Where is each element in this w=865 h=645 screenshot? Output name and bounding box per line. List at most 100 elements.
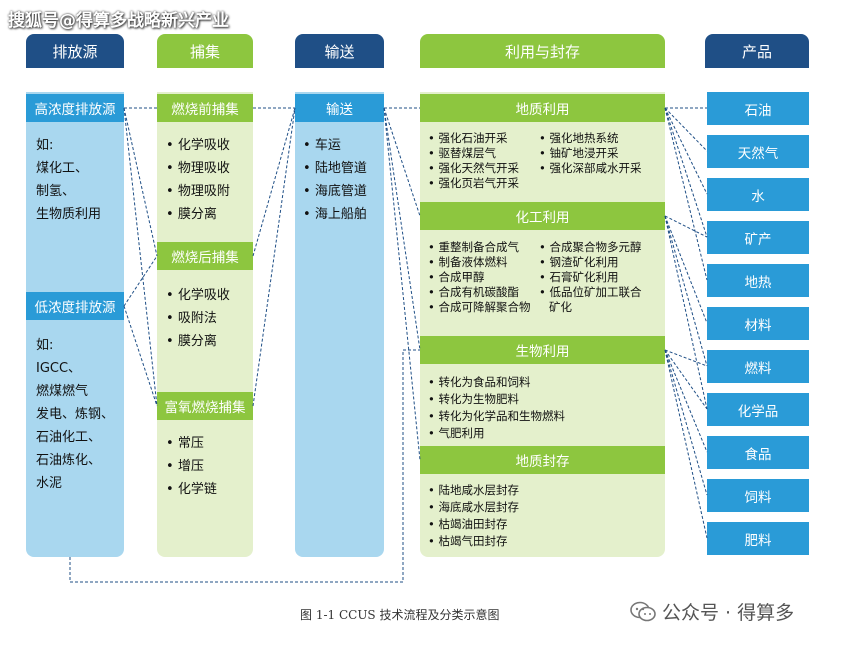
list-item: 制备液体燃料: [428, 255, 540, 270]
low-concentration-list: 如: IGCC、 燃煤燃气 发电、炼钢、 石油化工、 石油炼化、 水泥: [36, 334, 122, 495]
connector-line: [664, 107, 708, 195]
connector-line: [252, 107, 296, 257]
list-item: 常压: [166, 432, 252, 455]
list-item: 车运: [303, 134, 383, 157]
connector-line: [252, 107, 296, 407]
oxy-combustion-label: 富氧燃烧捕集: [157, 392, 253, 420]
pre-combustion-label: 燃烧前捕集: [157, 94, 253, 122]
high-concentration-list: 如: 煤化工、 制氢、 生物质利用: [36, 134, 122, 226]
list-item: 转化为食品和饲料: [428, 374, 658, 391]
list-item: 强化天然气开采: [428, 161, 538, 176]
biological-utilization-label: 生物利用: [420, 336, 665, 364]
product-natural-gas: 天然气: [707, 135, 809, 168]
geological-utilization-label: 地质利用: [420, 94, 665, 122]
pre-combustion-list: 化学吸收 物理吸收 物理吸附 膜分离: [166, 134, 252, 226]
product-fertilizer: 肥料: [707, 522, 809, 555]
connector-line: [664, 107, 708, 281]
top-watermark: 搜狐号@得算多战略新兴产业: [8, 11, 229, 31]
list-item: 石膏矿化利用: [539, 270, 663, 285]
connector-line: [123, 255, 158, 307]
list-item: 物理吸收: [166, 157, 252, 180]
list-item: 膜分离: [166, 203, 252, 226]
product-feed: 饲料: [707, 479, 809, 512]
connector-line: [664, 215, 708, 367]
list-item: 化学吸收: [166, 284, 252, 307]
header-utilization: 利用与封存: [420, 34, 665, 68]
list-item: 水泥: [36, 476, 63, 491]
list-item: 石油化工、: [36, 430, 102, 445]
list-item: 合成有机碳酸酯: [428, 285, 540, 300]
list-item: 物理吸附: [166, 180, 252, 203]
geological-storage-label: 地质封存: [420, 446, 665, 474]
list-item: IGCC、: [36, 361, 82, 376]
list-item: 转化为生物肥料: [428, 391, 658, 408]
list-item: 强化石油开采: [428, 131, 538, 146]
list-item: 转化为化学品和生物燃料: [428, 408, 658, 425]
header-emission: 排放源: [26, 34, 124, 68]
product-minerals: 矿产: [707, 221, 809, 254]
list-item: 重整制备合成气: [428, 240, 540, 255]
product-materials: 材料: [707, 307, 809, 340]
connector-line: [664, 107, 708, 238]
post-combustion-list: 化学吸收 吸附法 膜分离: [166, 284, 252, 353]
list-item: 枯竭气田封存: [428, 533, 658, 550]
bottom-watermark: 公众号 · 得算多: [630, 598, 794, 625]
biological-list: 转化为食品和饲料 转化为生物肥料 转化为化学品和生物燃料 气肥利用: [428, 374, 658, 442]
list-item: 海底管道: [303, 180, 383, 203]
connector-line: [123, 107, 158, 407]
product-water: 水: [707, 178, 809, 211]
list-item: 合成甲醇: [428, 270, 540, 285]
list-item: 燃煤燃气: [36, 384, 89, 399]
bottom-watermark-text: 公众号 · 得算多: [662, 602, 795, 624]
wechat-icon: [630, 601, 656, 621]
connector-line: [664, 215, 708, 324]
product-food: 食品: [707, 436, 809, 469]
geological-storage-list: 陆地咸水层封存 海底咸水层封存 枯竭油田封存 枯竭气田封存: [428, 482, 658, 550]
list-item: 如:: [36, 338, 54, 353]
oxy-combustion-list: 常压 增压 化学链: [166, 432, 252, 501]
figure-caption: 图 1-1 CCUS 技术流程及分类示意图: [300, 608, 500, 622]
list-item: 合成可降解聚合物: [428, 300, 540, 315]
connector-line: [664, 349, 708, 410]
list-item: 海底咸水层封存: [428, 499, 658, 516]
connector-line: [383, 107, 421, 461]
connector-line: [664, 215, 708, 238]
connector-line: [664, 349, 708, 496]
list-item: 合成聚合物多元醇: [539, 240, 663, 255]
list-item: 气肥利用: [428, 425, 658, 442]
list-item: 陆地管道: [303, 157, 383, 180]
emission-column: [26, 92, 124, 557]
connector-line: [664, 215, 708, 410]
connector-line: [69, 349, 420, 583]
list-item: 化学吸收: [166, 134, 252, 157]
list-item: 钢渣矿化利用: [539, 255, 663, 270]
list-item: 如:: [36, 138, 54, 153]
list-item: 矿化: [549, 300, 572, 314]
chemical-utilization-label: 化工利用: [420, 202, 665, 230]
connector-line: [664, 349, 708, 453]
list-item: 陆地咸水层封存: [428, 482, 658, 499]
low-concentration-label: 低浓度排放源: [26, 292, 124, 320]
list-item: 化学链: [166, 478, 252, 501]
list-item: 枯竭油田封存: [428, 516, 658, 533]
list-item: 强化深部咸水开采: [539, 161, 663, 176]
list-item: 膜分离: [166, 330, 252, 353]
connector-line: [664, 349, 708, 367]
header-transport: 输送: [295, 34, 384, 68]
connector-line: [123, 107, 158, 257]
connector-line: [664, 107, 708, 152]
transport-list: 车运 陆地管道 海底管道 海上船舶: [303, 134, 383, 226]
post-combustion-label: 燃烧后捕集: [157, 242, 253, 270]
transport-label: 输送: [295, 94, 384, 122]
list-item: 石油炼化、: [36, 453, 102, 468]
connector-line: [123, 305, 158, 407]
product-geothermal: 地热: [707, 264, 809, 297]
list-item: 煤化工、: [36, 161, 89, 176]
connector-line: [664, 349, 708, 539]
geological-list-right: 强化地热系统 铀矿地浸开采 强化深部咸水开采: [539, 131, 663, 176]
list-item: 海上船舶: [303, 203, 383, 226]
list-item: 铀矿地浸开采: [539, 146, 663, 161]
list-item: 低品位矿加工联合: [539, 285, 663, 300]
list-item: 制氢、: [36, 184, 76, 199]
